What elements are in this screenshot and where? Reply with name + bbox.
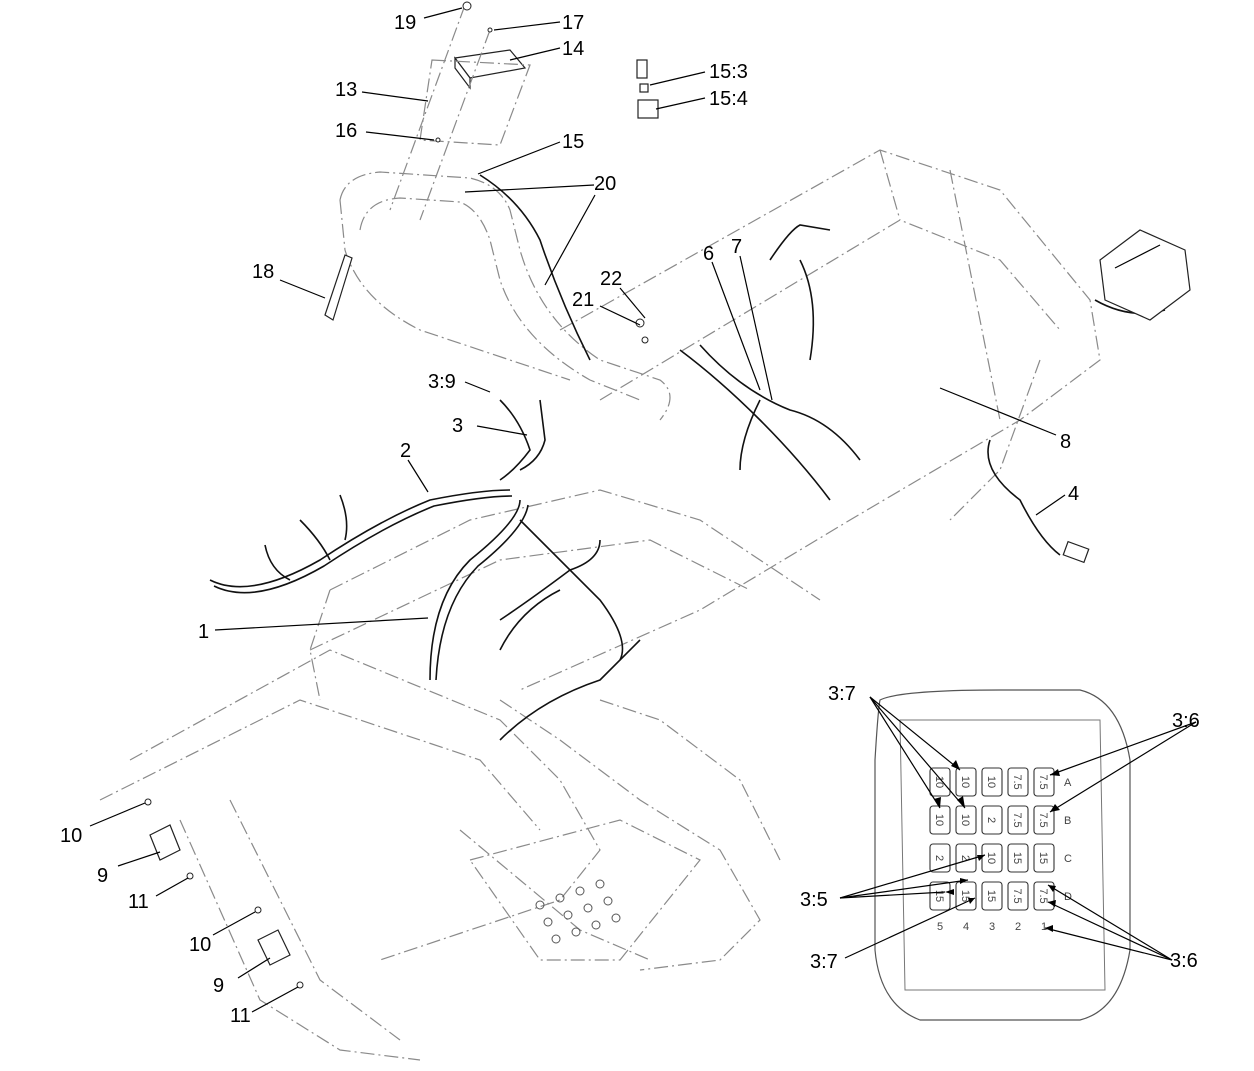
callout-3-6-bottom: 3:6	[1170, 950, 1198, 972]
fuse-slot	[1033, 805, 1055, 835]
fuse-rating: 15	[959, 890, 971, 902]
fuse-slot	[1033, 843, 1055, 873]
fuse-slot	[929, 881, 951, 911]
callout-15-4: 15:4	[709, 88, 748, 110]
callout-10-upper: 10	[60, 825, 82, 847]
fuse-rating: 7.5	[1037, 774, 1049, 789]
fuse-rating: 2	[933, 855, 945, 861]
callout-8: 8	[1060, 431, 1071, 453]
fuse-rating: 10	[933, 776, 945, 788]
fuse-slot	[1007, 881, 1029, 911]
callout-2: 2	[400, 440, 411, 462]
callout-15: 15	[562, 131, 584, 153]
fuse-rating: 10	[959, 776, 971, 788]
callout-20: 20	[594, 173, 616, 195]
fuse-rating: 10	[959, 814, 971, 826]
main-harness	[429, 499, 641, 741]
fuse-column-number: 5	[937, 921, 943, 933]
fuse-slot	[929, 767, 951, 797]
fuse-row-letter: B	[1064, 815, 1071, 827]
fuse-slot	[1007, 843, 1029, 873]
callout-6: 6	[703, 243, 714, 265]
fuse-slot	[1007, 767, 1029, 797]
callout-3-7-bottom: 3:7	[810, 951, 838, 973]
fuse-row-letter: A	[1064, 777, 1072, 789]
fuse-slot	[929, 843, 951, 873]
chassis-frame	[99, 149, 1101, 1061]
fuse-slot	[955, 805, 977, 835]
callout-3-9: 3:9	[428, 371, 456, 393]
leader-lines	[89, 7, 1197, 1013]
callout-11-upper: 11	[128, 891, 149, 913]
harness-4	[987, 439, 1090, 564]
fasteners	[144, 1, 649, 989]
callout-15-3: 15:3	[709, 61, 748, 83]
fuse-rating: 10	[933, 814, 945, 826]
pedal-upper	[149, 824, 181, 861]
callout-16: 16	[335, 120, 357, 142]
fuse-column-number: 1	[1041, 921, 1047, 933]
fuse-column-number: 2	[1015, 921, 1021, 933]
fuse-rating: 10	[985, 776, 997, 788]
fuse-rating: 7.5	[1011, 888, 1023, 903]
fuse-harness	[499, 399, 546, 481]
callout-11-lower: 11	[230, 1005, 251, 1027]
fuse-rating: 7.5	[1037, 812, 1049, 827]
callout-3-5: 3:5	[800, 889, 828, 911]
fuse-slot	[981, 767, 1003, 797]
pedal-lower	[257, 929, 291, 966]
starter-motor	[1099, 229, 1191, 321]
fuse-slot	[955, 881, 977, 911]
switch-assembly	[636, 59, 659, 119]
callout-18: 18	[252, 261, 274, 283]
callout-9-lower: 9	[213, 975, 224, 997]
right-harness	[679, 224, 861, 501]
callout-3-7-top: 3:7	[828, 683, 856, 705]
callout-1: 1	[198, 621, 209, 643]
fuse-slot	[981, 881, 1003, 911]
fuse-rating: 2	[985, 817, 997, 823]
fuse-column-number: 4	[963, 921, 969, 933]
plate-holes	[535, 879, 621, 944]
fuse-slot	[1033, 767, 1055, 797]
leader-arrowheads	[934, 760, 1060, 932]
fuse-rating: 2	[959, 855, 971, 861]
callout-13: 13	[335, 79, 357, 101]
fuse-rating: 15	[985, 890, 997, 902]
fuse-rating: 7.5	[1011, 774, 1023, 789]
callout-3-6-top: 3:6	[1172, 710, 1200, 732]
callout-19: 19	[394, 12, 416, 34]
callout-3: 3	[452, 415, 463, 437]
fuse-slot	[1007, 805, 1029, 835]
fuse-row-letter: C	[1064, 853, 1072, 865]
callout-7: 7	[731, 236, 742, 258]
fuse-slot	[981, 805, 1003, 835]
callout-17: 17	[562, 12, 584, 34]
harness-15	[479, 174, 1166, 361]
fuse-rating: 15	[1011, 852, 1023, 864]
fuse-rating: 10	[985, 852, 997, 864]
bracket-18	[324, 254, 353, 321]
callout-4: 4	[1068, 483, 1079, 505]
callout-10-lower: 10	[189, 934, 211, 956]
callout-9-upper: 9	[97, 865, 108, 887]
fuse-rating: 7.5	[1037, 888, 1049, 903]
fuse-column-number: 3	[989, 921, 995, 933]
fuse-slot	[955, 767, 977, 797]
left-harness	[209, 489, 513, 594]
callout-labels: 19 17 14 13 16 15:3 15:4 15 20 18 22 21 …	[60, 12, 1200, 1027]
fuse-rating: 15	[1037, 852, 1049, 864]
callout-21: 21	[572, 289, 594, 311]
callout-22: 22	[600, 268, 622, 290]
control-module	[389, 4, 531, 221]
fuse-rating: 7.5	[1011, 812, 1023, 827]
callout-14: 14	[562, 38, 584, 60]
